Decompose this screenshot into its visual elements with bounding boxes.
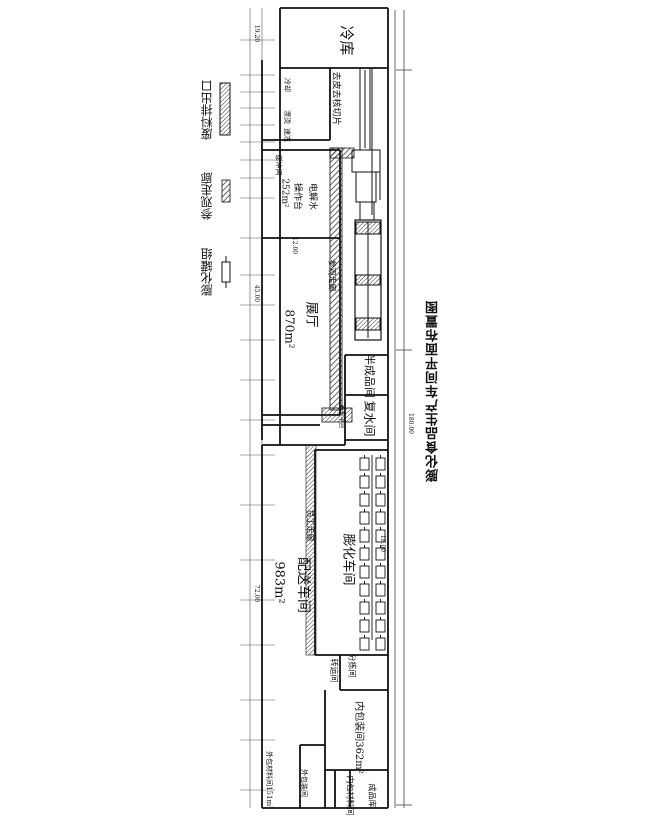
legend [219, 82, 231, 288]
room-bench: 操作台 [292, 182, 303, 211]
left-dimension-lines [240, 8, 275, 808]
puffing-tank [359, 493, 370, 507]
puffing-tank [359, 619, 370, 633]
room-inner-packaging: 内包装间362m² [352, 701, 364, 774]
puffing-tank [375, 619, 386, 633]
room-cutting: 去皮去核切片 [330, 71, 341, 126]
hatched-rect-icon [219, 82, 231, 136]
room-exhibition-area: 870m² [282, 309, 297, 349]
label-staff-corridor: 员工走廊 [305, 509, 315, 542]
dim-total-length: 180.00 [407, 413, 414, 434]
page-title: 膨化食品生产车间平面布置图 [426, 300, 441, 482]
room-exhibition-hall: 展厅 [303, 301, 319, 328]
legend-label-visitor-corridor: 参观走廊 [200, 172, 214, 220]
right-dimension-lines [394, 10, 412, 808]
room-distribution-area: 983m² [271, 561, 287, 604]
hatched-strip-icon [221, 179, 231, 203]
puffing-tank [359, 565, 370, 579]
room-distribution: 配送车间 [295, 557, 311, 613]
visitor-corridor-hatch [305, 147, 355, 656]
room-semi-finished: 半成品间 [363, 354, 376, 398]
room-finished-goods: 成品库 [367, 783, 377, 808]
room-cooling: 冷却 [283, 78, 291, 92]
label-visitor-corridor: 参观走廊 [327, 259, 337, 292]
dim-h: 18.00 [379, 534, 387, 553]
puffing-tank [375, 475, 386, 489]
room-outer-storage: 外包材料间151m² [264, 751, 273, 809]
puffing-tank [359, 601, 370, 615]
puffing-tank [375, 583, 386, 597]
room-cold-storage: 冷库 [337, 25, 356, 56]
room-inner-material: 内包材料间 [345, 775, 355, 816]
puffing-tank [375, 511, 386, 525]
dim-f: 45.00 [253, 284, 261, 303]
puffing-tank [359, 475, 370, 489]
room-quick-freeze: 速冻 [283, 128, 291, 142]
room-buffer: 缓冲间 [274, 154, 283, 176]
puffing-tank [375, 457, 386, 471]
legend-label-waste-outlet: 废料排出口 [200, 80, 214, 140]
tank-icon [221, 256, 231, 288]
room-transfer: 转运间 [329, 658, 339, 683]
room-puffing-workshop: 膨化车间 [340, 533, 356, 586]
label-visitor-platform: 参观平台 [337, 404, 345, 429]
puffing-tank [359, 547, 370, 561]
puffing-tank [359, 457, 370, 471]
puffing-tank [359, 529, 370, 543]
room-area-252: 252m² [279, 178, 290, 208]
legend-label-tank-group: 膨化罐组 [200, 248, 214, 296]
dim-g: 72.00 [253, 584, 261, 603]
room-electrolysis: 电解水 [307, 182, 318, 211]
puffing-tank [359, 511, 370, 525]
puffing-tank [359, 637, 370, 651]
puffing-tank [375, 493, 386, 507]
production-line [351, 67, 382, 341]
puffing-tank [359, 583, 370, 597]
puffing-tank-group [359, 455, 386, 651]
puffing-tank [375, 637, 386, 651]
room-sorting: 分拣间 [347, 653, 357, 678]
dim-c: 12.00 [291, 236, 299, 255]
room-outer-packaging: 外包装间 [300, 769, 308, 797]
dim-a: 19.20 [253, 24, 261, 43]
puffing-tank [375, 565, 386, 579]
room-rehydration: 复水间 [362, 400, 377, 437]
puffing-tank [375, 601, 386, 615]
room-blanching: 漂烫 [283, 110, 291, 124]
